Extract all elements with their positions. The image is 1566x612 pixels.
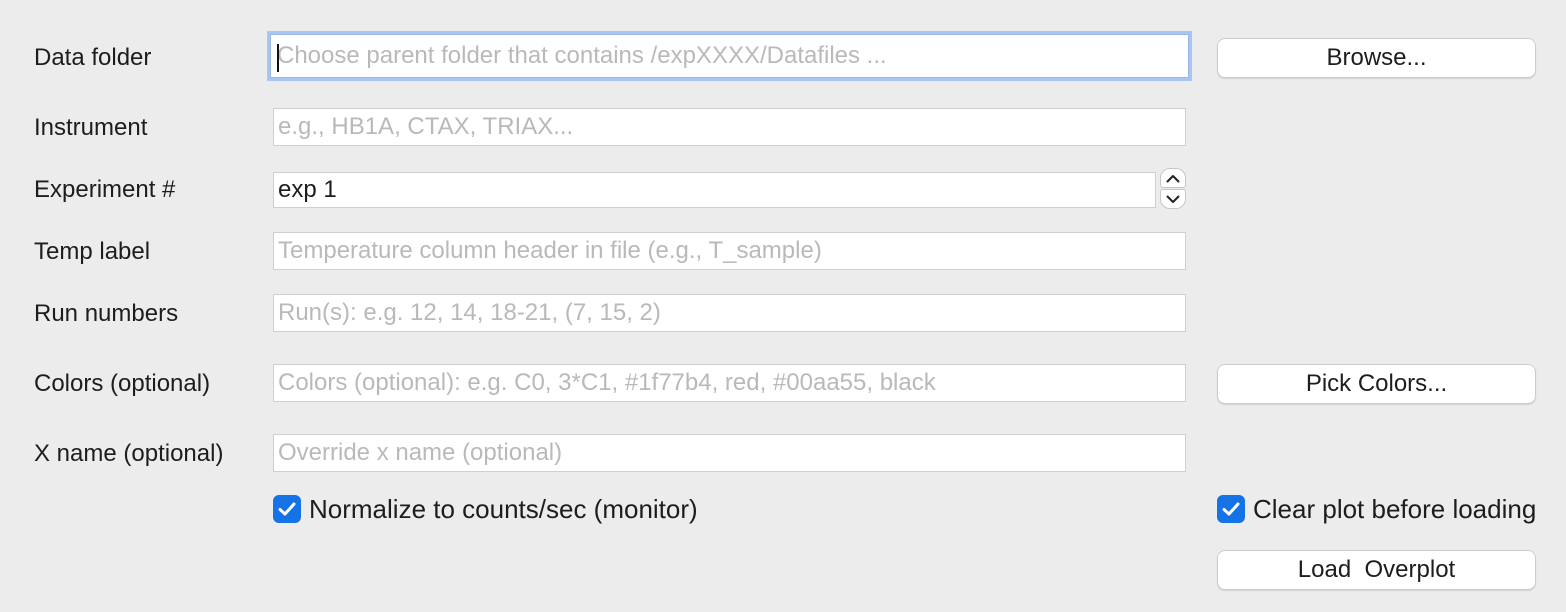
stepper-down-button[interactable] xyxy=(1160,189,1186,209)
normalize-checkbox-label: Normalize to counts/sec (monitor) xyxy=(309,494,698,524)
experiment-stepper[interactable] xyxy=(1160,168,1186,210)
clear-plot-checkbox-label: Clear plot before loading xyxy=(1253,494,1537,524)
pick-colors-button[interactable]: Pick Colors... xyxy=(1217,364,1536,404)
checkmark-icon xyxy=(278,502,296,516)
colors-input[interactable] xyxy=(273,364,1186,402)
data-folder-input[interactable] xyxy=(270,34,1189,78)
instrument-label: Instrument xyxy=(34,114,148,141)
normalize-checkbox[interactable] xyxy=(273,495,301,523)
run-numbers-label: Run numbers xyxy=(34,300,179,327)
experiment-label: Experiment # xyxy=(34,176,176,203)
checkmark-icon xyxy=(1222,502,1240,516)
temp-label-input[interactable] xyxy=(273,232,1186,270)
chevron-down-icon xyxy=(1166,195,1180,203)
text-caret xyxy=(277,44,279,72)
clear-plot-checkbox[interactable] xyxy=(1217,495,1245,523)
run-numbers-input[interactable] xyxy=(273,294,1186,332)
experiment-input[interactable] xyxy=(273,172,1156,208)
browse-button[interactable]: Browse... xyxy=(1217,38,1536,78)
chevron-up-icon xyxy=(1166,174,1180,182)
normalize-checkbox-row[interactable]: Normalize to counts/sec (monitor) xyxy=(273,494,698,524)
x-name-input[interactable] xyxy=(273,434,1186,472)
data-folder-label: Data folder xyxy=(34,44,152,71)
clear-plot-checkbox-row[interactable]: Clear plot before loading xyxy=(1217,494,1536,524)
colors-label: Colors (optional) xyxy=(34,370,211,397)
stepper-up-button[interactable] xyxy=(1160,168,1186,188)
instrument-input[interactable] xyxy=(273,108,1186,146)
load-overplot-button[interactable]: Load Overplot xyxy=(1217,550,1536,590)
x-name-label: X name (optional) xyxy=(34,440,224,467)
temp-label-label: Temp label xyxy=(34,238,151,265)
